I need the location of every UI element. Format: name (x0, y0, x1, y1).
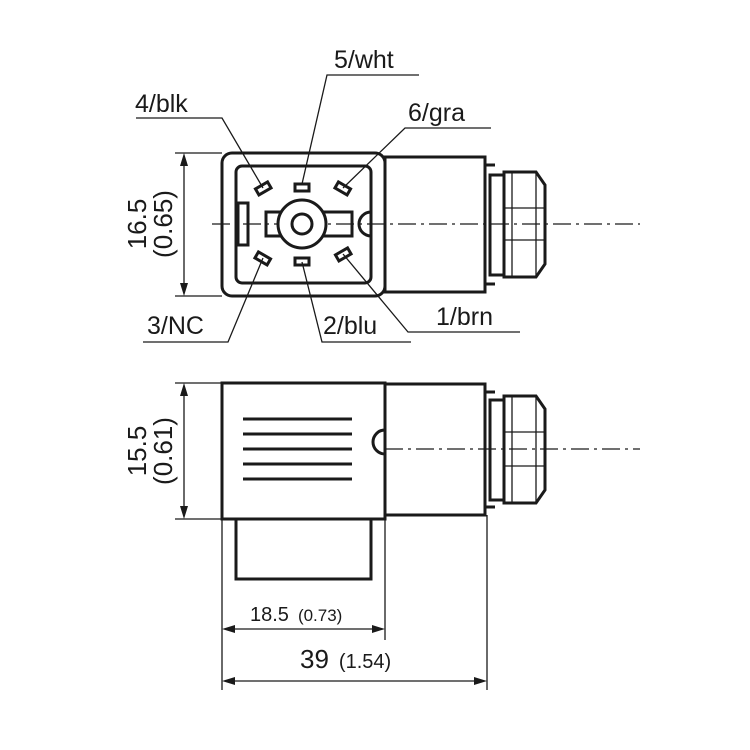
pin-2 (293, 256, 311, 267)
side-view: 15.5 (0.61) 18.5 (0.73) 39 (1.54) (122, 381, 640, 690)
grip-lines (243, 417, 352, 481)
front-cable-body (383, 155, 487, 294)
dim-side-height-value: 15.5 (122, 426, 152, 477)
dim-side-height-alt: (0.61) (148, 417, 178, 485)
side-plug (234, 517, 373, 581)
front-inner-frame (234, 164, 373, 285)
pin3-label: 3/NC (147, 312, 204, 340)
leader-pin4 (136, 117, 264, 189)
pin-4 (253, 179, 274, 198)
left-slot (236, 201, 250, 247)
pin-5 (293, 182, 311, 193)
dim-body-length-value: 18.5 (250, 604, 289, 626)
dim-front-height-alt: (0.65) (148, 190, 178, 258)
pin6-label: 6/gra (408, 99, 465, 127)
front-collar (488, 173, 506, 277)
dim-total-length-text: 39 (1.54) (300, 644, 391, 674)
leader-pin5 (301, 74, 419, 185)
leader-pin3 (143, 257, 264, 343)
front-view: 4/blk 5/wht 6/gra 3/NC 2/blu 1/brn 16.5 … (122, 46, 640, 343)
leader-pin1 (342, 253, 520, 333)
leader-pin2 (301, 261, 411, 343)
pin1-label: 1/brn (436, 303, 493, 331)
pin4-label: 4/blk (135, 90, 188, 118)
dim-total-length-alt: (1.54) (339, 651, 391, 673)
side-cable-body (383, 382, 487, 517)
dim-body-length-text: 18.5 (0.73) (250, 604, 342, 626)
right-notch (357, 210, 372, 238)
dim-total-length-value: 39 (300, 644, 329, 674)
leader-pin6 (342, 127, 491, 189)
pin-1 (333, 245, 354, 264)
side-collar (488, 398, 506, 502)
pin5-label: 5/wht (334, 46, 394, 74)
dim-body-length-alt: (0.73) (298, 606, 342, 625)
side-housing (220, 381, 387, 521)
pin2-label: 2/blu (323, 312, 377, 340)
ground-pin (290, 212, 314, 236)
dim-front-height-value: 16.5 (122, 199, 152, 250)
pin-6 (332, 179, 353, 198)
